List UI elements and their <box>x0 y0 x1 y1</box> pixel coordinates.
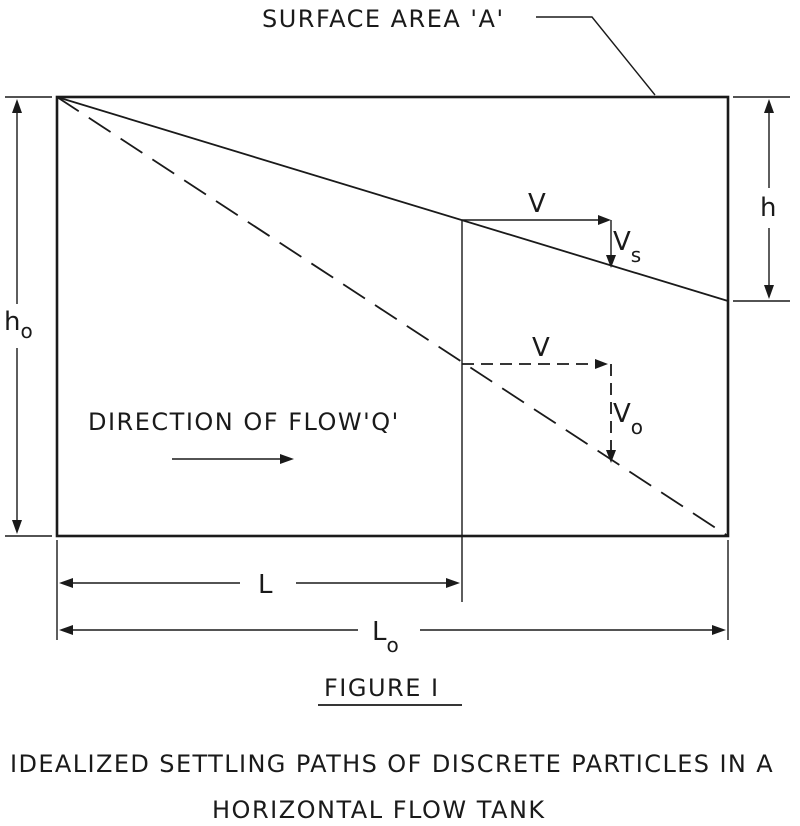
vs-arrow-head <box>606 255 616 268</box>
l0-label: Lo <box>372 617 399 657</box>
direction-of-flow-label: DIRECTION OF FLOW'Q' <box>88 408 400 436</box>
l-label: L <box>258 570 273 600</box>
h0-arrow-top <box>12 99 22 113</box>
h-arrow-top <box>764 99 774 113</box>
v-label-top: V <box>528 189 546 219</box>
h-label: h <box>760 193 776 223</box>
surface-area-label: SURFACE AREA 'A' <box>262 5 505 33</box>
surface-area-leader <box>536 16 656 96</box>
l0-arrow-right <box>712 625 726 635</box>
vs-label: Vs <box>613 227 641 267</box>
tank-outline <box>55 95 730 538</box>
h0-arrow-bottom <box>12 520 22 534</box>
caption-line-2: HORIZONTAL FLOW TANK <box>212 796 546 824</box>
l-arrow-right <box>446 578 460 588</box>
h-arrow-bottom <box>764 285 774 299</box>
h0-label: ho <box>4 307 33 343</box>
vo-arrow-head <box>606 450 616 463</box>
h0-label-bg <box>0 304 40 348</box>
l-arrow-left <box>59 578 73 588</box>
settling-path-solid <box>56 96 729 302</box>
caption-line-1: IDEALIZED SETTLING PATHS OF DISCRETE PAR… <box>10 750 774 778</box>
settling-path-dashed <box>56 96 729 537</box>
flow-arrow-head <box>280 454 294 464</box>
l0-arrow-left <box>59 625 73 635</box>
figure-title: FIGURE I <box>324 674 440 702</box>
vo-label: Vo <box>613 399 643 439</box>
v-label-bottom: V <box>532 333 550 363</box>
v-arrow-top-head <box>598 215 611 225</box>
v-arrow-bottom-head <box>595 359 608 369</box>
